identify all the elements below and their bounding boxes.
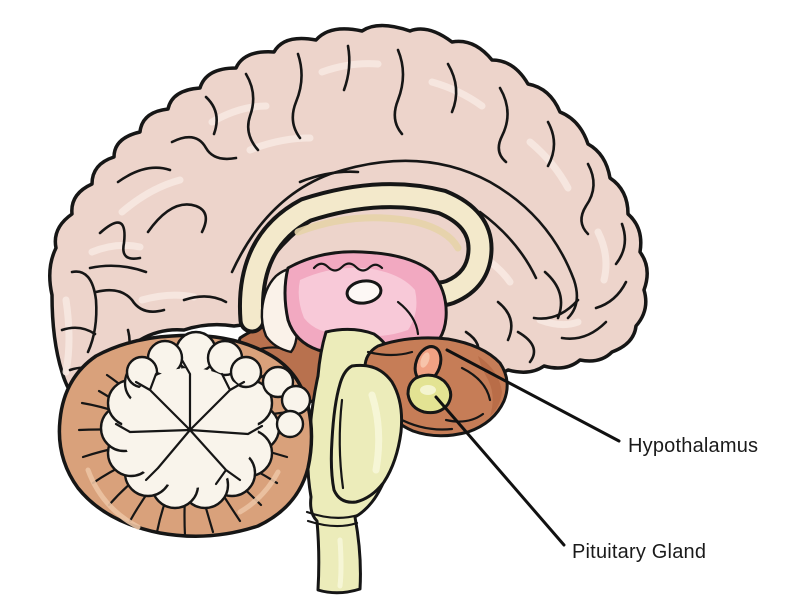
corpus-callosum-band [241,186,490,330]
cortex-sulci [60,44,628,376]
cortex-highlights [62,60,610,376]
pons-inner-line [338,398,345,490]
thalamus-inner-line [396,300,420,336]
thalamus-scallops [312,262,384,272]
arbor-vitae-branches [114,358,264,486]
annotations: Hypothalamus Pituitary Gland [434,348,758,563]
pituitary-label: Pituitary Gland [572,541,706,563]
pituitary-pointer-line [434,395,566,547]
pons-shape [329,363,404,504]
pituitary-highlight [420,385,436,395]
hypothalamus-label: Hypothalamus [628,435,758,457]
cerebellum [57,330,314,538]
corpus-callosum [237,182,494,334]
cord-highlight [337,537,344,589]
pontomedullary-junction [305,510,360,528]
temporal-wrinkles [366,350,492,431]
cerebellum-rim-highlights [85,467,281,530]
infundibulum-highlight [420,352,430,368]
interthalamic-adhesion [345,279,383,305]
pons-highlight [368,391,383,474]
hypothalamus-pointer-line [445,348,621,443]
pons [329,363,404,504]
corpus-callosum-shade [294,214,462,252]
thalamus [283,250,448,358]
arbor-vitae [99,330,312,510]
